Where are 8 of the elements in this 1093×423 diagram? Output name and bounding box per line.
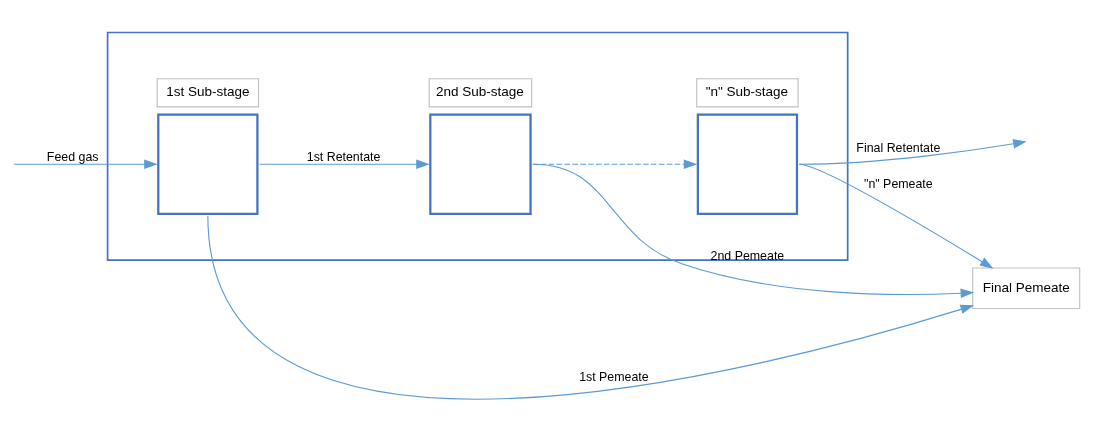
edge-label: Final Retentate bbox=[856, 140, 941, 155]
node-label: 1st Sub-stage bbox=[166, 84, 250, 100]
edge-label: 1st Pemeate bbox=[579, 370, 649, 385]
edge-label: "n" Pemeate bbox=[864, 176, 933, 191]
node-label: 2nd Sub-stage bbox=[435, 84, 524, 100]
edge-label: 1st Retentate bbox=[306, 149, 381, 164]
node-label: "n" Sub-stage bbox=[705, 84, 789, 100]
edge-label: Feed gas bbox=[46, 149, 99, 164]
